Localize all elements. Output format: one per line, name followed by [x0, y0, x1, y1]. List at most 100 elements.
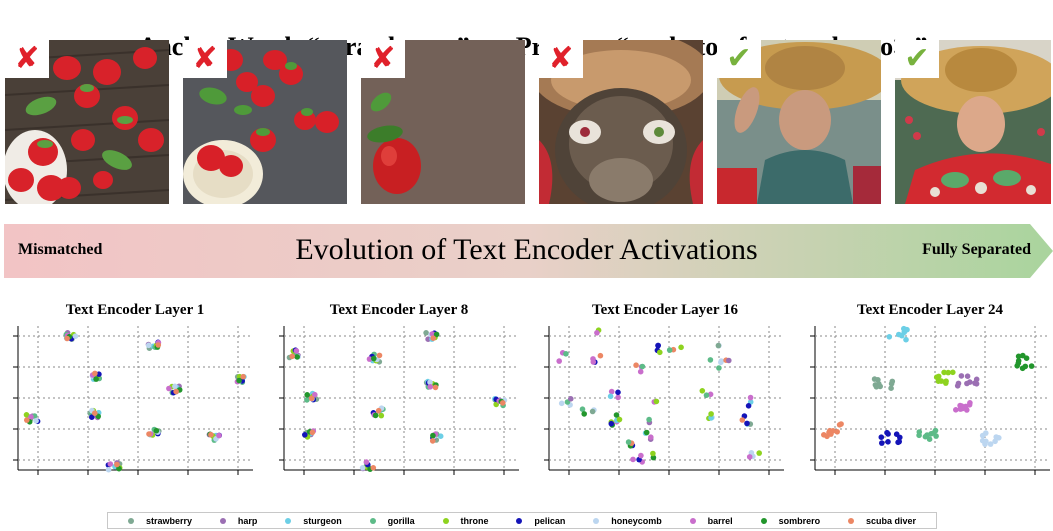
scatter-point	[116, 465, 122, 472]
scatter-point	[639, 363, 646, 370]
scatter-point	[941, 369, 947, 376]
plot-title-layer-8: Text Encoder Layer 8	[329, 302, 469, 318]
scatter-point	[895, 439, 901, 446]
scatter-point	[1023, 355, 1030, 361]
scatter-point	[646, 416, 652, 423]
scatter-point	[885, 431, 891, 437]
scatter-point	[23, 412, 30, 418]
scatter-point	[746, 454, 753, 460]
scatter-plot-layer-8	[279, 326, 519, 475]
scatter-point	[558, 400, 565, 407]
mismatched-label: Mismatched	[18, 241, 103, 258]
plot-axes	[810, 326, 1050, 475]
scatter-point	[964, 373, 971, 379]
scatter-point	[366, 356, 373, 362]
scatter-point	[371, 355, 377, 362]
scatter-point	[739, 417, 746, 423]
scatter-point	[871, 376, 878, 382]
scatter-point	[308, 395, 315, 402]
scatter-point	[987, 441, 994, 447]
scatter-point	[92, 410, 98, 416]
generated-image-6: ✔	[895, 40, 1053, 204]
scatter-point	[637, 368, 644, 375]
scatter-point	[650, 454, 657, 461]
scatter-point	[945, 369, 951, 376]
legend-dot	[847, 517, 854, 524]
legend-dot	[127, 517, 134, 524]
scatter-point	[648, 434, 654, 440]
scatter-point	[1015, 353, 1022, 360]
scatter-point	[114, 461, 120, 468]
legend-item: throne	[442, 516, 489, 526]
cross-icon: ✘	[183, 40, 227, 78]
plot-axes	[279, 326, 519, 475]
scatter-point	[423, 330, 429, 336]
scatter-point	[973, 381, 980, 387]
scatter-point	[653, 398, 660, 405]
figure-title: Anchor Word: “ strawberry ”Prompt: “ a p…	[0, 2, 1053, 61]
scatter-point	[903, 336, 909, 343]
generated-image-4: ✘	[539, 40, 703, 204]
scatter-point	[826, 429, 832, 436]
scatter-point	[500, 400, 506, 406]
scatter-point	[655, 342, 661, 349]
scatter-point	[953, 407, 959, 413]
scatter-point	[896, 331, 902, 338]
scatter-point	[893, 431, 900, 437]
scatter-point	[594, 330, 600, 336]
scatter-point	[615, 394, 621, 401]
legend-dot	[442, 517, 449, 524]
scatter-point	[707, 357, 714, 363]
scatter-point	[756, 450, 762, 456]
scatter-point	[429, 331, 436, 337]
plot-title-layer-16: Text Encoder Layer 16	[592, 302, 738, 318]
legend-item: strawberry	[127, 516, 192, 526]
scatter-point	[638, 452, 644, 459]
scatter-point	[425, 336, 431, 342]
legend-item: scuba diver	[847, 516, 916, 526]
scatter-point	[950, 369, 956, 376]
scatter-point	[708, 411, 714, 417]
scatter-point	[427, 384, 434, 390]
scatter-point	[608, 388, 615, 395]
scatter-point	[935, 373, 942, 380]
scatter-point	[92, 370, 98, 377]
scatter-point	[726, 357, 732, 364]
scatter-point	[744, 420, 750, 427]
scatter-point	[208, 431, 214, 438]
scatter-point	[240, 373, 246, 380]
scatter-point	[145, 342, 152, 349]
scatter-point	[902, 328, 908, 334]
scatter-point	[747, 394, 754, 401]
banner-title: Evolution of Text Encoder Activations	[295, 233, 758, 266]
scatter-point	[372, 412, 379, 419]
legend-dot	[285, 517, 292, 524]
scatter-point	[563, 351, 569, 357]
legend-item: honeycomb	[593, 516, 662, 526]
scatter-point	[838, 421, 844, 427]
scatter-point	[608, 420, 615, 427]
scatter-point	[376, 352, 383, 359]
scatter-point	[105, 466, 112, 473]
scatter-point	[430, 335, 436, 341]
scatter-point	[873, 384, 880, 390]
scatter-point	[1015, 360, 1022, 366]
scatter-point	[616, 416, 623, 423]
legend-item: barrel	[689, 516, 733, 526]
scatter-point	[33, 418, 39, 424]
scatter-point	[172, 383, 178, 390]
scatter-point	[363, 459, 370, 465]
scatter-point	[922, 433, 929, 440]
cross-icon: ✘	[539, 40, 583, 78]
scatter-point	[107, 461, 114, 467]
plot-title-layer-24: Text Encoder Layer 24	[857, 302, 1003, 318]
plot-axes	[544, 326, 784, 475]
generated-image-2: ✘	[183, 40, 347, 204]
legend-dot	[593, 517, 600, 524]
plot-axes	[13, 326, 253, 475]
scatter-point	[699, 388, 706, 394]
scatter-point	[93, 376, 99, 382]
scatter-point	[943, 380, 949, 386]
legend-item: harp	[219, 516, 257, 526]
scatter-point	[581, 411, 587, 417]
